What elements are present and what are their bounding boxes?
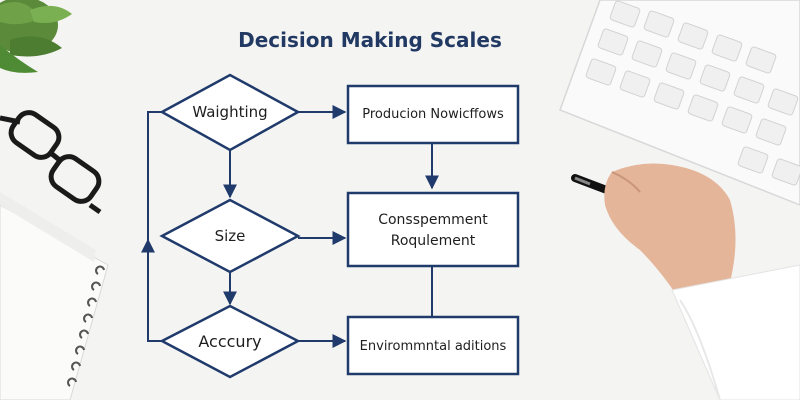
- label-accuracy: Acccury: [198, 332, 261, 351]
- label-consumption-line1: Consspemment: [378, 212, 488, 228]
- label-weighting: Waighting: [192, 103, 267, 121]
- diagram-title: Decision Making Scales: [238, 28, 502, 52]
- glasses-icon: [0, 110, 102, 215]
- process-environmental: [346, 315, 520, 376]
- decision-size: [159, 198, 301, 274]
- notebook-icon: [0, 192, 109, 400]
- label-environmental: Envirommntal aditions: [360, 339, 507, 354]
- label-size: Size: [215, 227, 246, 245]
- label-consumption-line2: Roqulement: [391, 233, 476, 249]
- connector-feedback-loop: [147, 111, 162, 342]
- plant-icon: [0, 0, 72, 73]
- decision-weighting: [159, 73, 301, 152]
- process-consumption: [346, 191, 520, 268]
- label-production: Producion Nowicffows: [362, 107, 504, 122]
- hand-with-pen-icon: [571, 163, 800, 400]
- process-production: [346, 84, 520, 145]
- keyboard-icon: [559, 0, 800, 206]
- decision-accuracy: [159, 304, 301, 379]
